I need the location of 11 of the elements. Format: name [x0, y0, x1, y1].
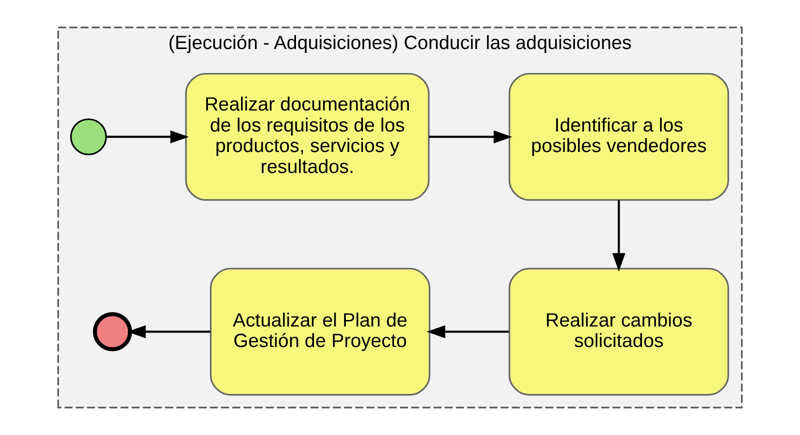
node-box: Identificar a los posibles vendedores [508, 72, 730, 201]
node-circle [92, 312, 132, 352]
node-box: Actualizar el Plan de Gestión de Proyecto [210, 268, 430, 396]
arrow [426, 325, 509, 338]
arrow [127, 325, 210, 338]
arrow [612, 200, 626, 272]
arrow [106, 130, 189, 144]
node-circle [70, 118, 107, 156]
arrow [429, 130, 512, 144]
node-box: Realizar documentación de los requisitos de los productos, servicios y resultados. [185, 72, 430, 201]
node-box: Realizar cambios solicitados [508, 268, 730, 396]
